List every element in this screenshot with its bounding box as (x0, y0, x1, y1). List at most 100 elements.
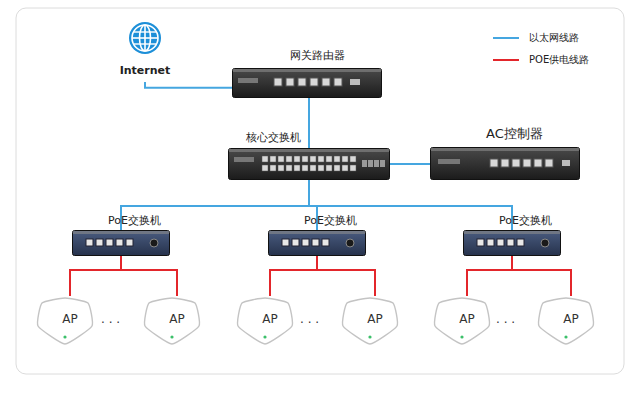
port (523, 159, 531, 167)
ap-label: AP (236, 296, 304, 326)
network-device: PoE交换机 (463, 230, 561, 256)
port (350, 165, 356, 171)
port (334, 78, 342, 86)
port (286, 78, 294, 86)
legend-item: 以太网线路 (493, 31, 579, 45)
port (310, 156, 316, 162)
port (342, 156, 348, 162)
globe-line (134, 43, 156, 44)
node-shape (268, 230, 366, 256)
port (106, 239, 113, 246)
network-cable (121, 256, 177, 296)
access-point: AP (143, 296, 211, 346)
ellipsis-label: · · · (101, 316, 120, 330)
port (278, 156, 284, 162)
network-cable (512, 256, 571, 296)
globe-line (132, 37, 158, 39)
device-top-edge (229, 149, 389, 152)
device-label: PoE交换机 (499, 213, 552, 228)
ap-label: AP (537, 296, 605, 326)
network-cable (317, 256, 375, 296)
port (298, 78, 306, 86)
network-device: AC控制器 (430, 147, 580, 180)
device-body (233, 69, 382, 98)
node-shape (228, 148, 390, 180)
device-label: 核心交换机 (246, 130, 301, 145)
globe (129, 22, 161, 54)
port (326, 156, 332, 162)
device-top-edge (73, 231, 169, 234)
port (282, 239, 289, 246)
sfp-port (368, 160, 373, 167)
port (350, 79, 360, 85)
ap-label: AP (341, 296, 409, 326)
device-body (431, 148, 580, 180)
port (562, 160, 570, 166)
port (512, 159, 520, 167)
port (334, 165, 340, 171)
brand-plate (438, 159, 460, 164)
legend-item: POE供电线路 (493, 53, 589, 67)
device-label: 网关路由器 (290, 48, 345, 63)
port (318, 156, 324, 162)
legend-text: 以太网线路 (529, 32, 579, 43)
port (322, 78, 330, 86)
device-top-edge (269, 231, 365, 234)
port (342, 165, 348, 171)
access-point: AP (36, 296, 104, 346)
ap-led (460, 335, 463, 338)
node-shape (72, 230, 170, 256)
ap-led (368, 335, 371, 338)
port (278, 165, 284, 171)
node-shape (232, 68, 382, 98)
port (501, 159, 509, 167)
access-point: AP (537, 296, 605, 346)
ap-led (564, 335, 567, 338)
power-socket (541, 239, 549, 247)
internet-icon: Internet (119, 20, 171, 82)
ap-led (263, 335, 266, 338)
device-label: PoE交换机 (304, 213, 357, 228)
legend-line-sample (493, 59, 519, 61)
device-top-edge (233, 69, 381, 72)
ellipsis-label: · · · (496, 316, 515, 330)
device-label: Internet (119, 64, 171, 77)
port (326, 165, 332, 171)
network-device: PoE交换机 (72, 230, 170, 256)
network-cable (70, 256, 121, 296)
device-body (229, 149, 390, 180)
access-point: AP (236, 296, 304, 346)
sfp-port (362, 160, 367, 167)
port (350, 156, 356, 162)
device-top-edge (431, 148, 579, 151)
port (86, 239, 93, 246)
network-device: 网关路由器 (232, 68, 382, 98)
port (294, 156, 300, 162)
frame-border (16, 8, 624, 374)
legend-text: POE供电线路 (529, 54, 589, 65)
globe-line (132, 25, 158, 51)
port (270, 165, 276, 171)
ap-led (170, 335, 173, 338)
port (310, 165, 316, 171)
port (487, 239, 494, 246)
port (96, 239, 103, 246)
device-label: PoE交换机 (108, 213, 161, 228)
port (477, 239, 484, 246)
port (322, 239, 329, 246)
device-body (269, 231, 366, 256)
port (116, 239, 123, 246)
access-point: AP (341, 296, 409, 346)
port (334, 156, 340, 162)
ap-label: AP (36, 296, 104, 326)
network-cable (145, 82, 232, 88)
port (302, 156, 308, 162)
port (507, 239, 514, 246)
port (545, 159, 553, 167)
brand-plate (238, 78, 258, 83)
device-body (73, 231, 170, 256)
sfp-port (374, 160, 379, 167)
port (294, 165, 300, 171)
port (262, 156, 268, 162)
